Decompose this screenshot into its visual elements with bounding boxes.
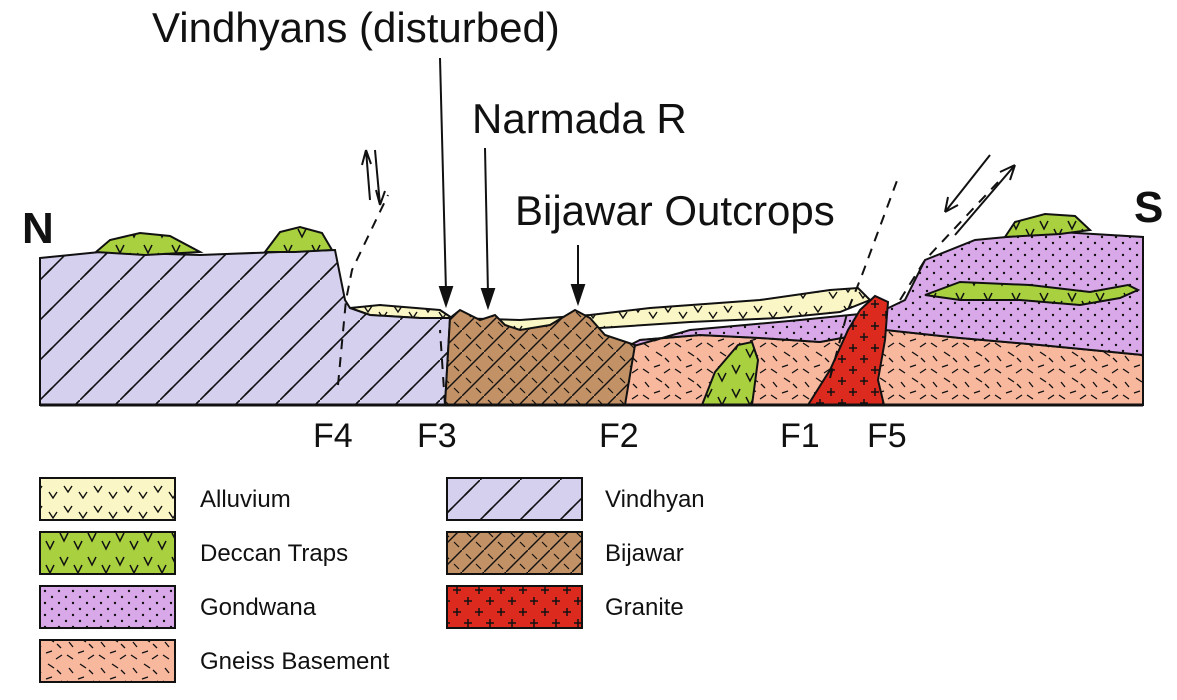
legend-label-vindhyan: Vindhyan: [605, 486, 705, 513]
fault-lines: [337, 177, 1001, 406]
pointer-narmada-head: [480, 288, 496, 311]
vindhyans-disturbed-label: Vindhyans (disturbed): [152, 4, 560, 51]
pointer-arrows: [438, 57, 586, 311]
bijawar-outcrops-label: Bijawar Outcrops: [515, 187, 835, 234]
pointer-vindhyans: [439, 57, 447, 293]
pointer-narmada: [484, 147, 489, 295]
legend-label-alluvium: Alluvium: [200, 486, 291, 513]
legend-swatch-alluvium: [39, 477, 176, 521]
legend-item-deccan-traps: Deccan Traps: [39, 531, 348, 575]
legend-item-granite: Granite: [446, 585, 684, 629]
cross-section: [39, 212, 1144, 407]
legend-swatch-bijawar: [446, 531, 583, 575]
legend-swatch-gneiss-basement: [39, 639, 176, 683]
legend-item-alluvium: Alluvium: [39, 477, 291, 521]
legend-label-gneiss-basement: Gneiss Basement: [200, 648, 390, 675]
arrow-down-f4: [374, 149, 386, 206]
arrow-down-f5: [944, 154, 991, 213]
legend-item-bijawar: Bijawar: [446, 531, 684, 575]
legend-swatch-vindhyan: [446, 477, 583, 521]
fault-label-f5: F5: [867, 417, 907, 455]
fault-label-f1: F1: [780, 417, 820, 455]
arrow-up-f5: [954, 164, 1016, 236]
pointer-vindhyans-head: [438, 286, 454, 309]
south-label: S: [1134, 183, 1163, 232]
legend-item-gneiss-basement: Gneiss Basement: [39, 639, 390, 683]
fault-f4-line: [337, 194, 389, 386]
deccan-cap-south: [1003, 212, 1093, 239]
narmada-label: Narmada R: [472, 95, 687, 142]
legend-label-bijawar: Bijawar: [605, 540, 684, 567]
legend-swatch-granite: [446, 585, 583, 629]
legend-label-granite: Granite: [605, 594, 684, 621]
legend: Alluvium Deccan Traps Gondwana Gneiss Ba…: [39, 477, 705, 683]
movement-arrows: [361, 149, 1016, 236]
vindhyan-block-north: [39, 248, 452, 406]
legend-item-gondwana: Gondwana: [39, 585, 317, 629]
pointer-bijawar-head: [570, 284, 586, 307]
bijawar-block: [443, 308, 637, 406]
granite-plug: [806, 294, 890, 406]
north-label: N: [22, 204, 54, 253]
deccan-cap-north: [93, 225, 334, 257]
legend-swatch-gondwana: [39, 585, 176, 629]
legend-label-deccan-traps: Deccan Traps: [200, 540, 348, 567]
deccan-lens-south: [924, 280, 1141, 307]
legend-label-gondwana: Gondwana: [200, 594, 317, 621]
arrow-up-f4: [361, 149, 372, 201]
fault-label-f2: F2: [599, 417, 639, 455]
legend-swatch-deccan-traps: [39, 531, 176, 575]
fault-label-f4: F4: [313, 417, 353, 455]
legend-item-vindhyan: Vindhyan: [446, 477, 705, 521]
fault-label-f3: F3: [417, 417, 457, 455]
fault-f3-line: [439, 329, 446, 406]
